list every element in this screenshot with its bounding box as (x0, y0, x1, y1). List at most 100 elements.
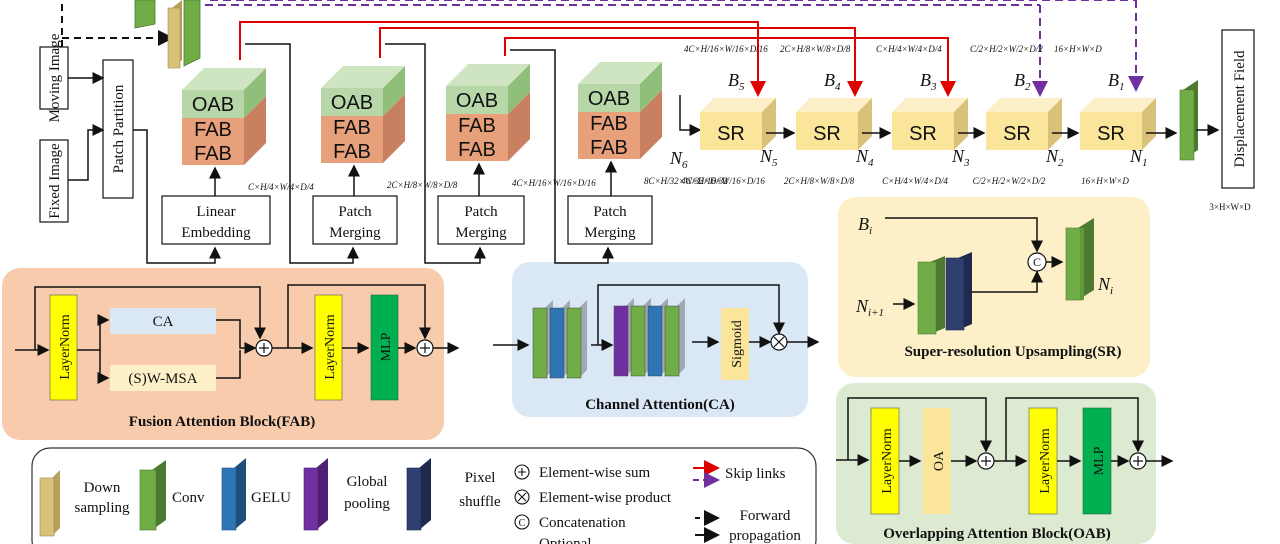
proc-label-2: Merging (584, 225, 636, 241)
oab-layernorm-1-label: LayerNorm (880, 428, 895, 493)
legend-pixelshuffle-icon (406, 458, 431, 531)
legend-skip: Skip links (725, 466, 786, 482)
decoder-n-label: N3 (951, 146, 970, 169)
sr-label: SR (813, 123, 841, 145)
fab-label-1: FAB (590, 113, 628, 135)
sr-concat-label: C (1033, 255, 1041, 269)
ca-layer (566, 307, 582, 379)
legend-conv-icon (139, 460, 166, 531)
ca-layer (613, 305, 629, 377)
oab-panel (836, 383, 1156, 544)
oab-layernorm-2-label: LayerNorm (1038, 428, 1053, 493)
displacement-field-box (1221, 29, 1255, 189)
legend-concat-2: Optional (539, 536, 592, 544)
sr-label: SR (1003, 123, 1031, 145)
oab-block (578, 84, 640, 112)
stage-n-label: N6 (669, 148, 688, 171)
fab-block (446, 114, 508, 161)
sr-ni-label: Ni (1097, 274, 1113, 297)
legend-concat-1: Concatenation (539, 515, 626, 531)
proc-box (437, 195, 525, 245)
decoder-n-label: N4 (855, 146, 874, 169)
proc-label-1: Patch (464, 204, 498, 220)
legend-gelu: GELU (251, 490, 291, 506)
skip-b-dim: 4C×H/16×W/16×D/16 (684, 44, 768, 54)
sr-label: SR (1097, 123, 1125, 145)
skip-b-dim: C×H/4×W/4×D/4 (876, 44, 942, 54)
legend-gelu-icon (221, 458, 246, 531)
fab-layernorm-1 (49, 294, 78, 401)
legend-ps-1: Pixel (465, 470, 496, 486)
fab-block (321, 116, 383, 163)
proc-box (161, 195, 271, 245)
stage-dim: 2C×H/8×W/8×D/8 (387, 180, 458, 190)
fab-layernorm-2-label: LayerNorm (323, 314, 338, 379)
sr-title: Super-resolution Upsampling(SR) (904, 344, 1121, 360)
proc-label-1: Linear (196, 204, 235, 220)
legend-product: Element-wise product (539, 490, 672, 506)
legend-downsampling-icon (39, 470, 60, 537)
decoder-n-label: N1 (1129, 146, 1148, 169)
top-downsample-prism (134, 0, 201, 69)
displacement-field-label: Displacement Field (1232, 50, 1248, 168)
legend-globalpool-icon (303, 458, 328, 531)
proc-box (567, 195, 653, 245)
oab-label: OAB (331, 92, 373, 114)
legend-panel (31, 447, 817, 544)
legend-gp-2: pooling (344, 496, 390, 512)
oab-block (182, 90, 244, 118)
decoder-n-dim: 16×H×W×D (1081, 176, 1129, 186)
fab-swmsa-label: (S)W-MSA (128, 371, 197, 387)
skip-b-dim: 16×H×W×D (1054, 44, 1102, 54)
proc-label-2: Embedding (181, 225, 251, 241)
legend-concat-icon (514, 514, 530, 530)
oab-oa-label: OA (932, 450, 947, 471)
fab-label-2: FAB (590, 137, 628, 159)
stage-dim: C×H/4×W/4×D/4 (248, 182, 314, 192)
legend-gp-1: Global (347, 474, 388, 490)
legend: Down sampling Conv GELU Global pooling P… (39, 458, 801, 544)
ca-layer (647, 305, 663, 377)
ca-sigmoid-label: Sigmoid (730, 320, 745, 367)
output-conv-prism (1179, 80, 1198, 161)
proc-label-1: Patch (338, 204, 372, 220)
fab-label-2: FAB (458, 139, 496, 161)
fixed-image-box (39, 139, 69, 223)
ca-layer (532, 307, 548, 379)
decoder-n-dim: C×H/4×W/4×D/4 (882, 176, 948, 186)
moving-image-label: Moving Image (47, 33, 63, 122)
legend-conv: Conv (172, 490, 205, 506)
ca-layer (630, 305, 646, 377)
legend-sum: Element-wise sum (539, 465, 651, 481)
skip-b-label: B3 (920, 70, 937, 93)
legend-down-1: Down (84, 480, 121, 496)
stage-dim: 4C×H/16×W/16×D/16 (512, 178, 596, 188)
oab-mlp (1082, 407, 1112, 515)
fab-ca-label: CA (153, 314, 174, 330)
stage-dim: 8C×H/32×W/32×D/32 (644, 176, 728, 186)
skip-b-label: B1 (1108, 70, 1125, 93)
oab-title: Overlapping Attention Block(OAB) (883, 526, 1111, 542)
proc-label-2: Merging (455, 225, 507, 241)
decoder-n-dim: C/2×H/2×W/2×D/2 (973, 176, 1046, 186)
oab-oa (923, 408, 951, 514)
oab-label: OAB (456, 90, 498, 112)
legend-ps-2: shuffle (459, 494, 501, 510)
ca-title: Channel Attention(CA) (585, 397, 735, 413)
oab-layernorm-2 (1028, 407, 1058, 515)
output-dim: 3×H×W×D (1209, 202, 1251, 212)
fixed-image-label: Fixed Image (47, 143, 63, 219)
decoder-n-dim: 4C×H/16×W/16×D/16 (681, 176, 765, 186)
ca-detail: Sigmoid Channel Attention(CA) (493, 284, 820, 413)
ca-sigmoid (721, 308, 749, 380)
skip-b-dim: 2C×H/8×W/8×D/8 (780, 44, 851, 54)
fab-label-1: FAB (333, 117, 371, 139)
